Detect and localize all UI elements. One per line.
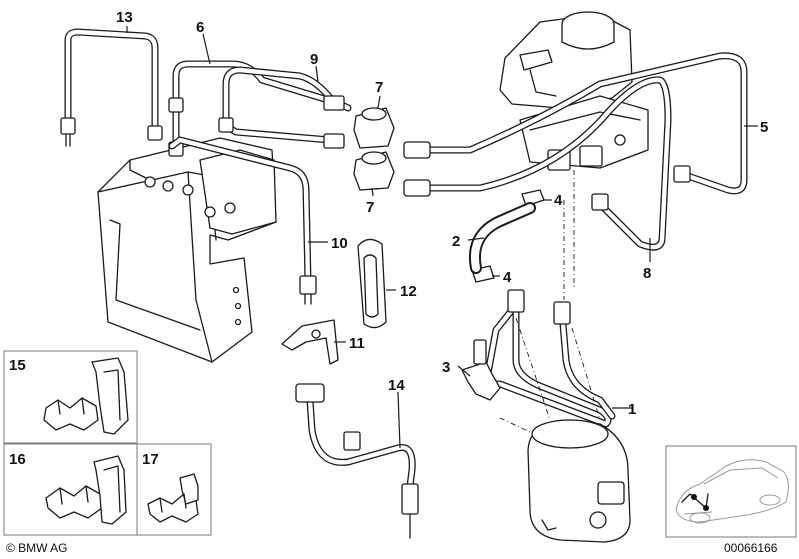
brake-fluid-reservoir: [499, 11, 633, 109]
callout-3: 3: [442, 359, 450, 376]
brake-hose-14: [295, 383, 419, 539]
callout-15: 15: [9, 357, 26, 374]
callout-8: 8: [643, 265, 651, 282]
callout-12: 12: [400, 283, 417, 300]
bracket-11: [281, 319, 339, 365]
fluid-hose-2: [469, 202, 536, 274]
t-fitting-3: [461, 339, 501, 401]
callout-13: 13: [116, 9, 133, 26]
car-locator-icon: [665, 445, 797, 538]
pipe-clip-17: [147, 473, 199, 523]
grommet-bracket-12: [357, 238, 387, 329]
brake-pipe-5: [412, 52, 748, 195]
callout-7-lower: 7: [366, 199, 374, 216]
callout-4-lower: 4: [503, 269, 512, 286]
pipe-clip-16: [45, 455, 127, 525]
callout-14: 14: [388, 377, 405, 394]
callout-4-upper: 4: [554, 192, 563, 209]
callout-9: 9: [310, 51, 318, 68]
callout-7-upper: 7: [375, 79, 383, 96]
callout-labels: 13 6 9 7 7 5 4 2 8 10 4 12 11 14 3 1: [116, 9, 768, 418]
callout-1: 1: [628, 401, 636, 418]
pressure-accumulator: [527, 419, 631, 543]
brake-pipe-8: [412, 76, 672, 251]
brake-pipe-9: [218, 66, 352, 149]
adapter-fitting-7: [353, 107, 395, 191]
pipe-clip-15: [43, 357, 129, 435]
callout-10: 10: [331, 235, 348, 252]
relation-lines: [499, 170, 601, 433]
abs-hydraulic-unit: [97, 137, 277, 363]
diagram-number: 00066166: [724, 541, 778, 555]
leader-lines: [126, 26, 758, 449]
callout-11: 11: [349, 335, 365, 352]
copyright-label: © BMW AG: [6, 541, 68, 555]
callout-6: 6: [196, 19, 204, 36]
brake-pipe-10: [168, 136, 317, 305]
callout-17: 17: [142, 451, 159, 468]
brake-pipe-13: [60, 28, 163, 147]
callout-16: 16: [9, 451, 26, 468]
pipe-union-nuts: [403, 141, 431, 197]
brake-pipe-1: [482, 289, 616, 428]
callout-5: 5: [760, 119, 768, 136]
inset-panels: 15 16 17: [3, 350, 212, 536]
callout-2: 2: [452, 233, 460, 250]
inset-panel-17: [136, 443, 212, 536]
